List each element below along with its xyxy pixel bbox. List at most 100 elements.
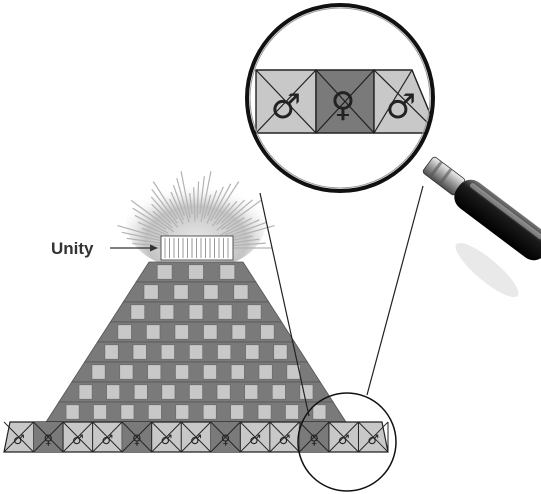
male-symbol-icon: ♂ [367,433,379,448]
pyramid-tile [93,404,107,420]
pyramid-tile [156,264,173,280]
tile-diagonal [239,421,271,453]
pyramid-tile [120,404,135,420]
pyramid-tile [148,404,162,420]
female-symbol-icon: ♀ [132,433,142,448]
glow-ray [196,181,200,218]
pyramid-tile [78,384,93,400]
tile-diagonal [180,421,212,453]
pyramid-tile [188,304,204,320]
glow-ray [216,200,238,226]
pyramid-tile [65,404,80,420]
glow-ray [132,242,165,247]
male-symbol-icon: ♂ [161,433,173,448]
tile-diagonal [121,421,153,453]
pyramid-tile [147,364,162,380]
glow-ray [220,199,262,230]
male-symbol-icon: ♂ [190,433,202,448]
glow-ray [193,187,196,222]
pyramid-tile [271,384,286,400]
glow-ray [152,181,178,220]
female-symbol-icon: ♀ [331,85,356,125]
pyramid-tile [258,364,273,380]
glow-ray [203,194,212,219]
pyramid-tile [160,344,175,360]
glow-ray [170,191,185,221]
pyramid-tile [133,384,148,400]
pyramid-tile [203,324,218,340]
glow-ray [200,171,212,222]
male-symbol-icon: ♂ [72,433,84,448]
glow-ray [150,196,179,228]
pyramid-tile [117,324,132,340]
male-symbol-icon: ♂ [338,433,350,448]
pyramid-tile [217,344,232,360]
pyramid-tile [233,284,249,300]
male-symbol-icon: ♂ [386,87,416,127]
pyramid-tile [245,344,260,360]
pyramid-tile [203,364,217,380]
glow-ray [216,199,253,231]
lens-frame [245,3,435,193]
glow-ray [180,171,191,219]
tile-diagonal [62,421,93,453]
focus-circle [297,392,397,492]
glow-ray [172,184,185,216]
pyramid-tile [189,344,203,360]
glow-ray [207,190,218,216]
pyramid-tile [244,384,259,400]
glow-ray [189,193,193,215]
glow-ray [152,210,173,229]
glow-ray [176,177,190,223]
pyramid-tile [273,344,288,360]
pyramid-tile [217,304,233,320]
pyramid-tile [91,364,106,380]
glow-ray [117,224,166,240]
glow-ray [151,203,172,224]
female-symbol-icon: ♀ [309,433,319,448]
magnified-tiles: ♂ ♀ ♂ [255,69,433,134]
glow-ray [220,199,246,224]
pyramid-tile [173,284,189,300]
male-symbol-icon: ♂ [13,433,25,448]
unity-label-group: Unity [51,239,158,258]
pyramid-tile [174,324,189,340]
pyramid-tile [132,344,147,360]
male-symbol-icon: ♂ [102,433,114,448]
magnifier-lens: ♂ ♀ ♂ [245,3,435,193]
glow-ray [199,176,205,215]
tile-diagonal [33,421,64,453]
tile-diagonal [151,421,182,453]
unity-label: Unity [51,239,94,258]
pyramid-tile [161,384,176,400]
glow-ray [224,219,260,236]
pyramid-tile [230,404,244,420]
male-symbol-icon: ♂ [249,433,261,448]
pyramid-tile [203,284,219,300]
glow-ray [210,183,232,222]
pyramid-tile [285,404,299,420]
female-symbol-icon: ♀ [221,433,231,448]
pyramid-tile [257,404,272,420]
glow-ray [151,188,178,224]
pyramid-tile [143,284,159,300]
glow-ray [130,199,175,233]
pyramid-tile [104,344,119,360]
glow-ray [141,227,163,237]
glow-ray [126,237,161,244]
tile-diagonal [299,421,330,453]
base-row-male-female-tiles: ♂♀♂♂♀♂♂♀♂♂♀♂♂ [3,421,389,453]
pyramid: ♂♀♂♂♀♂♂♀♂♂♀♂♂ [3,261,389,453]
pyramid-row [45,401,347,423]
pyramid-tile [130,304,146,320]
tile-diagonal [92,421,123,453]
pyramid-tile [189,384,203,400]
pyramid-tile [286,364,301,380]
glow-ray [214,181,240,220]
pyramid-tile [246,304,262,320]
tile-diagonal [358,421,389,453]
arrowhead-icon [150,244,158,252]
tile-diagonal [328,421,359,453]
pyramid-tile [146,324,161,340]
